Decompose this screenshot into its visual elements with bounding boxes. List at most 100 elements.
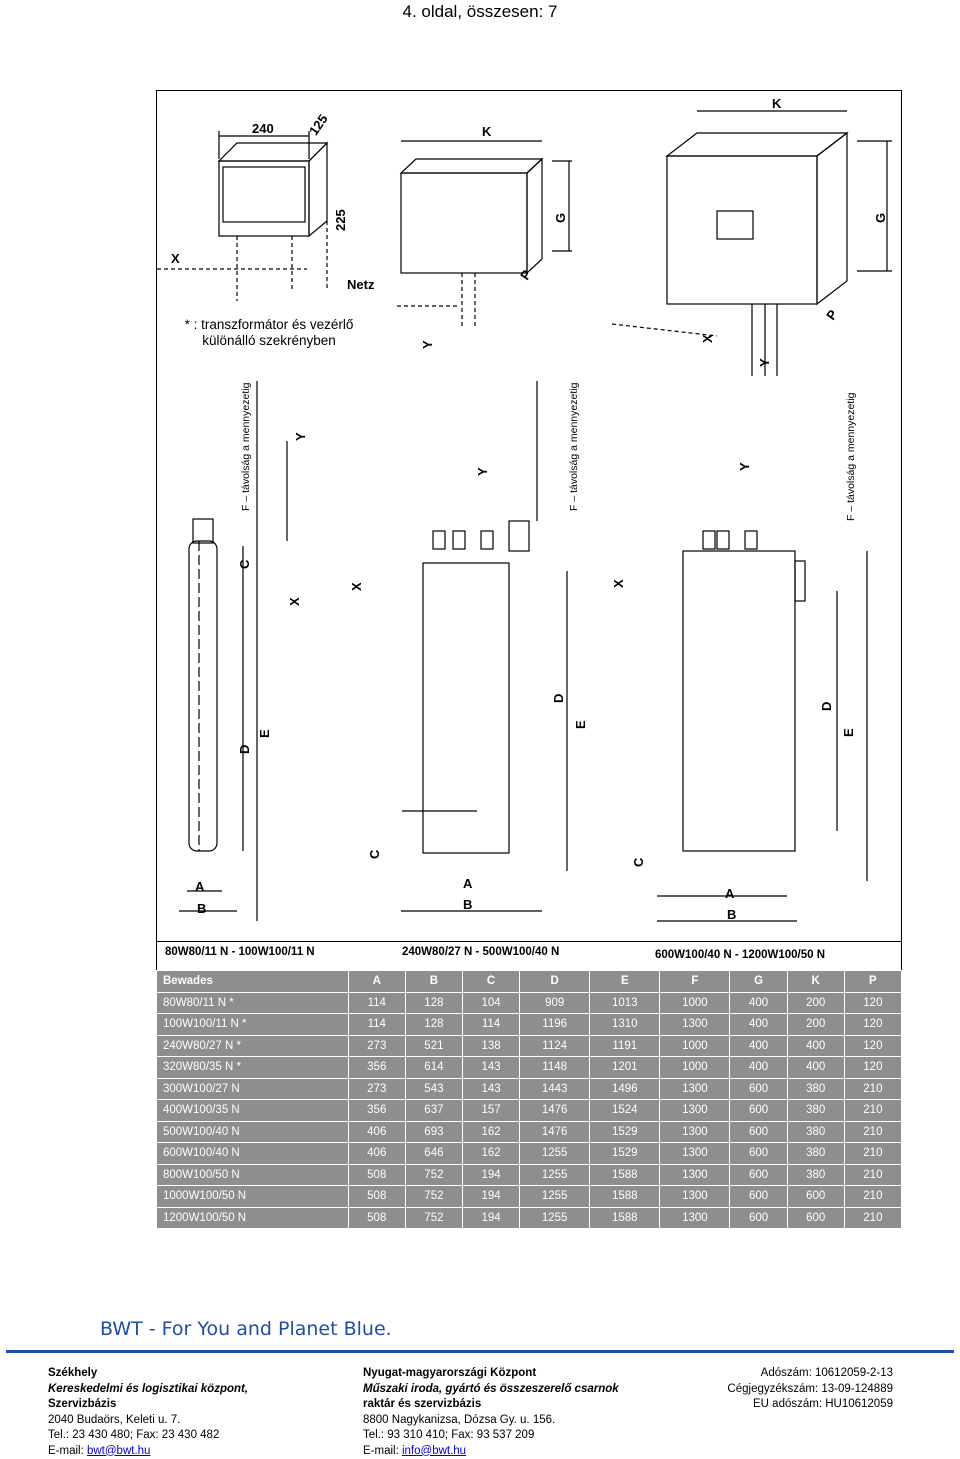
dimension-cell: 1310	[590, 1014, 660, 1036]
west-head: Nyugat-magyarországi Központ	[363, 1366, 619, 1382]
model-name-cell: 1200W100/50 N	[157, 1207, 349, 1229]
technical-drawing: 240 125 225 Netz X K G P Y	[156, 90, 902, 942]
dimension-cell: 1300	[660, 1100, 730, 1122]
dimension-cell: 128	[405, 992, 462, 1014]
y-label-3: Y	[293, 432, 308, 441]
dimension-cell: 1524	[590, 1100, 660, 1122]
netz-label: Netz	[347, 277, 375, 292]
dimension-cell: 114	[462, 1014, 519, 1036]
dimension-cell: 400	[787, 1035, 844, 1057]
dimension-cell: 1124	[520, 1035, 590, 1057]
dimension-cell: 210	[844, 1164, 901, 1186]
dimension-cell: 1300	[660, 1207, 730, 1229]
dimension-cell: 356	[348, 1100, 405, 1122]
dimension-cell: 600	[730, 1078, 787, 1100]
column-header: C	[462, 971, 519, 993]
model-name-cell: 800W100/50 N	[157, 1164, 349, 1186]
d-label-3: D	[819, 702, 834, 711]
hq-phone: Tel.: 23 430 480; Fax: 23 430 482	[48, 1428, 248, 1444]
dimension-cell: 1255	[520, 1164, 590, 1186]
dimension-cell: 162	[462, 1143, 519, 1165]
dimension-cell: 600	[730, 1143, 787, 1165]
vessel-small	[179, 381, 287, 921]
dimension-cell: 646	[405, 1143, 462, 1165]
dimension-cell: 600	[787, 1207, 844, 1229]
dimension-cell: 693	[405, 1121, 462, 1143]
dimension-cell: 600	[730, 1186, 787, 1208]
dimension-cell: 194	[462, 1207, 519, 1229]
column-header: Bewades	[157, 971, 349, 993]
dimension-cell: 210	[844, 1121, 901, 1143]
y-label-4: Y	[475, 467, 490, 476]
k-label-2: K	[772, 96, 782, 111]
dimension-cell: 120	[844, 1057, 901, 1079]
tax-number: Adószám: 10612059-2-13	[700, 1366, 893, 1382]
dimension-cell: 162	[462, 1121, 519, 1143]
dimension-cell: 120	[844, 1035, 901, 1057]
dimension-cell: 143	[462, 1078, 519, 1100]
hq-email-label: E-mail:	[48, 1445, 87, 1457]
column-header: A	[348, 971, 405, 993]
dimension-cell: 210	[844, 1143, 901, 1165]
dim-125: 125	[306, 112, 331, 138]
dimension-cell: 114	[348, 992, 405, 1014]
west-address: 8800 Nagykanizsa, Dózsa Gy. u. 156.	[363, 1413, 619, 1429]
hq-email-link[interactable]: bwt@bwt.hu	[87, 1445, 150, 1457]
dimension-cell: 1529	[590, 1143, 660, 1165]
a-label-2: A	[463, 876, 473, 891]
dimension-cell: 521	[405, 1035, 462, 1057]
g-label-2: G	[873, 213, 888, 223]
dim-225: 225	[333, 209, 348, 231]
dimension-cell: 194	[462, 1164, 519, 1186]
model-name-cell: 80W80/11 N *	[157, 992, 349, 1014]
b-label-3: B	[727, 907, 736, 922]
drawing-svg: 240 125 225 Netz X K G P Y	[157, 91, 903, 943]
dimension-cell: 1000	[660, 1057, 730, 1079]
dimension-cell: 1300	[660, 1014, 730, 1036]
dimension-cell: 210	[844, 1207, 901, 1229]
dimension-cell: 1255	[520, 1143, 590, 1165]
dimension-cell: 1588	[590, 1186, 660, 1208]
dimension-cell: 1255	[520, 1207, 590, 1229]
c-label-2: C	[367, 849, 382, 859]
dimension-cell: 600	[730, 1164, 787, 1186]
footer-headquarters: Székhely Kereskedelmi és logisztikai köz…	[48, 1366, 248, 1459]
caption-small: 80W80/11 N - 100W100/11 N	[165, 946, 315, 958]
dimension-cell: 210	[844, 1186, 901, 1208]
model-name-cell: 300W100/27 N	[157, 1078, 349, 1100]
dimension-cell: 1201	[590, 1057, 660, 1079]
dimension-cell: 600	[730, 1100, 787, 1122]
dimension-cell: 400	[730, 1014, 787, 1036]
e-label-3: E	[841, 728, 856, 737]
page-title: 4. oldal, összesen: 7	[0, 2, 960, 22]
dimension-cell: 273	[348, 1078, 405, 1100]
g-label-1: G	[553, 213, 568, 223]
dimension-cell: 1529	[590, 1121, 660, 1143]
vessel-large	[657, 531, 867, 921]
dimension-cell: 600	[730, 1121, 787, 1143]
column-header: G	[730, 971, 787, 993]
f-label-3: F – távolság a mennyezetig	[845, 392, 857, 521]
west-email-link[interactable]: info@bwt.hu	[402, 1445, 466, 1457]
hq-head: Székhely	[48, 1366, 248, 1382]
x-label-2: X	[700, 334, 715, 343]
model-name-cell: 100W100/11 N *	[157, 1014, 349, 1036]
dimension-cell: 356	[348, 1057, 405, 1079]
a-label-1: A	[195, 879, 205, 894]
dimension-cell: 1496	[590, 1078, 660, 1100]
dimension-cell: 637	[405, 1100, 462, 1122]
dimension-cell: 400	[730, 992, 787, 1014]
model-name-cell: 240W80/27 N *	[157, 1035, 349, 1057]
x-label-3: X	[287, 597, 302, 606]
dimension-cell: 400	[730, 1035, 787, 1057]
caption-medium: 240W80/27 N - 500W100/40 N	[402, 946, 559, 958]
dimension-cell: 120	[844, 1014, 901, 1036]
eu-tax-number: EU adószám: HU10612059	[700, 1397, 893, 1413]
